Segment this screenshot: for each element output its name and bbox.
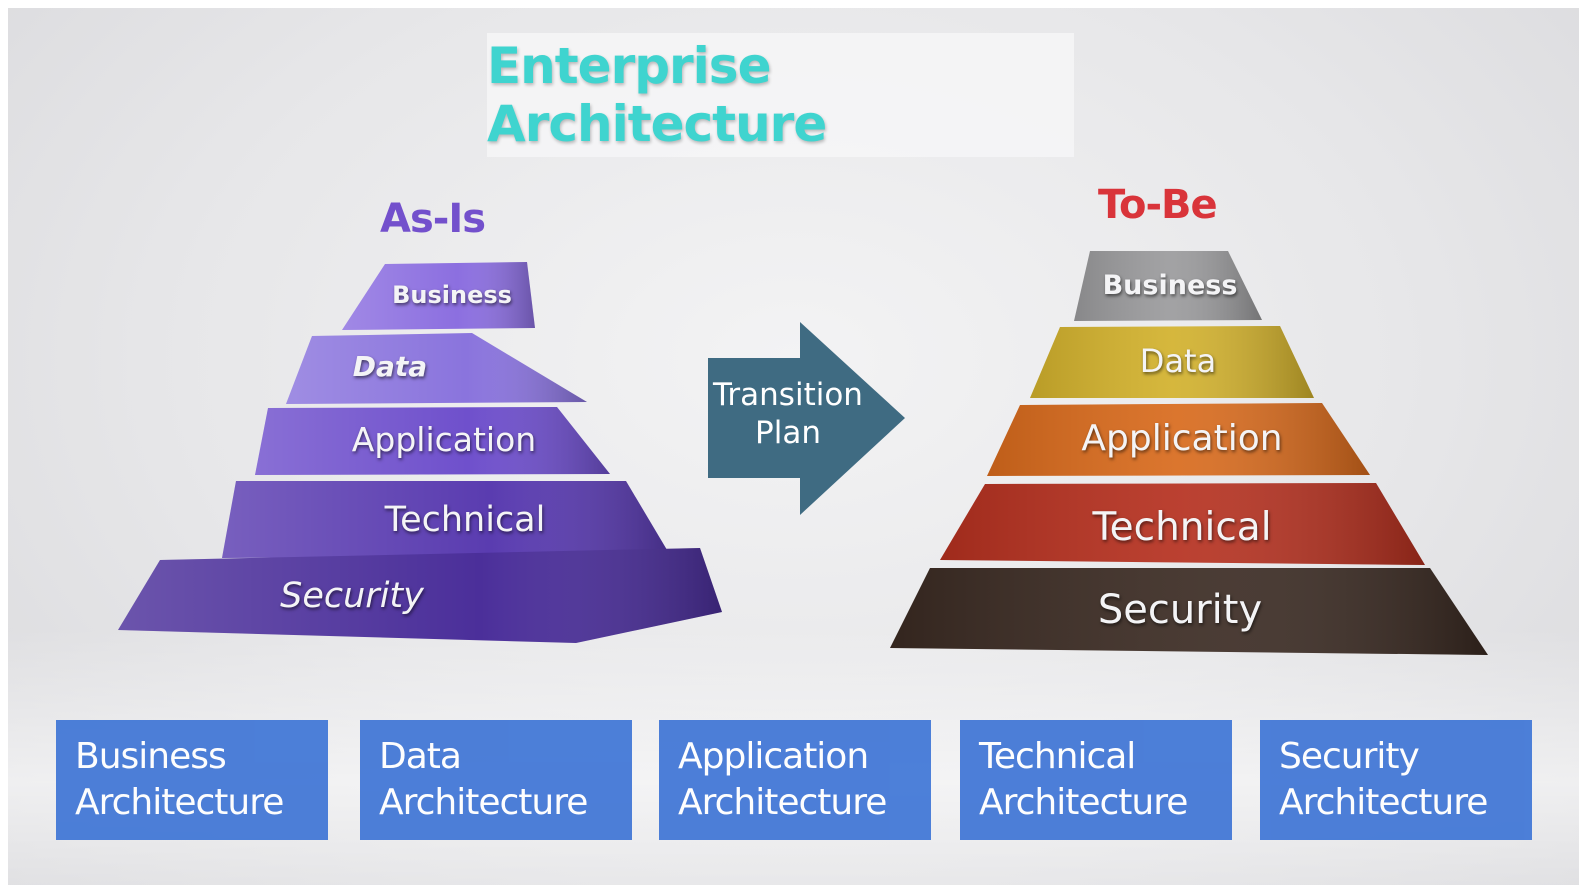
to-be-layer-business: Business — [1102, 270, 1238, 301]
as-is-layer-security: Security — [280, 576, 424, 616]
arch-box-line-2: Architecture — [379, 782, 588, 823]
to-be-layer-application: Application — [1081, 418, 1283, 459]
data-architecture-box: Data Architecture — [360, 720, 632, 840]
to-be-layer-shading-0 — [1074, 251, 1262, 321]
transition-line-2: Plan — [755, 415, 821, 451]
arch-box-line-1: Application — [678, 736, 869, 777]
transition-plan-label: Transition Plan — [703, 376, 873, 452]
arch-box-line-1: Security — [1279, 736, 1420, 777]
as-is-layer-data: Data — [352, 350, 428, 383]
to-be-layer-shading-4 — [890, 568, 1488, 655]
to-be-layer-security: Security — [1097, 587, 1263, 633]
title-banner: Enterprise Architecture — [487, 33, 1074, 157]
transition-line-1: Transition — [713, 377, 863, 413]
arch-box-line-2: Architecture — [1279, 782, 1488, 823]
arch-box-line-2: Architecture — [678, 782, 887, 823]
arch-box-line-2: Architecture — [75, 782, 284, 823]
to-be-heading: To-Be — [1098, 182, 1218, 228]
technical-architecture-box: Technical Architecture — [960, 720, 1232, 840]
application-architecture-box: Application Architecture — [659, 720, 931, 840]
to-be-layer-shading-3 — [940, 483, 1425, 565]
security-architecture-box: Security Architecture — [1260, 720, 1532, 840]
to-be-layer-shading-1 — [1030, 326, 1314, 398]
slide-title: Enterprise Architecture — [487, 37, 827, 153]
business-architecture-box: Business Architecture — [56, 720, 328, 840]
as-is-layer-technical: Technical — [384, 500, 546, 540]
to-be-layer-data: Data — [1139, 342, 1217, 380]
to-be-layer-shading-2 — [987, 403, 1370, 476]
to-be-layer-technical: Technical — [1092, 505, 1272, 550]
as-is-layer-shading-4 — [118, 548, 722, 643]
as-is-heading: As-Is — [380, 196, 486, 242]
as-is-layer-shading-0 — [342, 262, 535, 330]
as-is-layer-shading-1 — [286, 333, 587, 404]
arch-box-line-2: Architecture — [979, 782, 1188, 823]
as-is-layer-application: Application — [351, 420, 537, 459]
arch-box-line-1: Data — [379, 736, 462, 777]
as-is-layer-shading-3 — [222, 481, 670, 558]
arch-box-line-1: Technical — [979, 736, 1136, 777]
as-is-layer-business: Business — [392, 281, 512, 309]
as-is-layer-shading-2 — [255, 407, 610, 475]
arch-box-line-1: Business — [75, 736, 227, 777]
